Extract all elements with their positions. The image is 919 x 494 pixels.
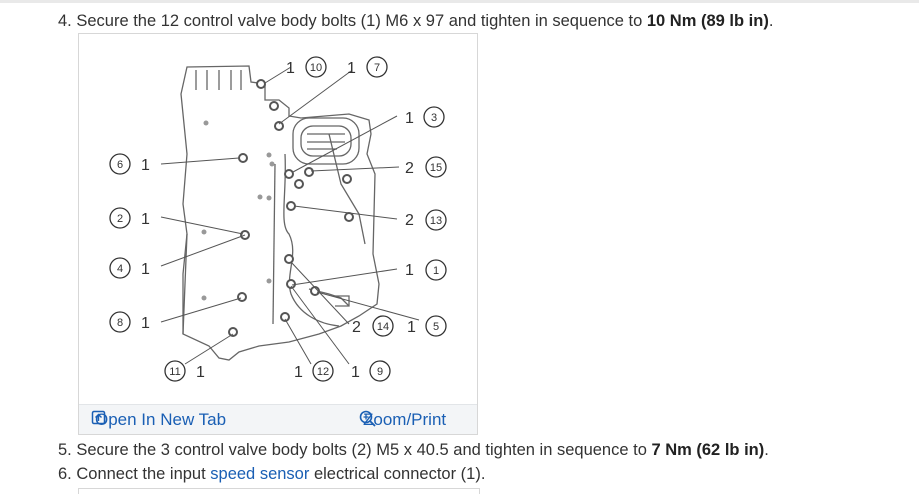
callout-seq: 11 [169,366,180,378]
top-divider [0,0,919,3]
torque-value: 7 Nm (62 lb in) [651,441,765,459]
callout-9: 1 9 [351,360,391,382]
callout-item: 2 [405,212,414,229]
step-text: Secure the 12 control valve body bolts (… [71,12,647,30]
callout-7: 1 7 [347,56,388,78]
callout-13: 2 13 [405,209,447,231]
callout-seq: 7 [374,62,380,74]
callout-15: 2 15 [405,156,447,178]
callout-item: 1 [141,211,150,228]
callout-seq: 14 [377,321,389,333]
step-number: 4. [58,12,72,30]
callout-item: 1 [141,261,150,278]
figure-toolbar: Open In New Tab Zoom/Print [79,404,477,434]
callout-4: 4 1 [109,257,150,279]
callout-item: 1 [347,60,356,77]
callout-item: 1 [294,364,303,381]
callout-seq: 5 [433,321,439,333]
step-6: 6. Connect the input speed sensor electr… [58,464,485,484]
callout-10: 1 10 [286,56,327,78]
callout-item: 1 [407,319,416,336]
callout-seq: 9 [377,366,383,378]
bolt-sequence-illustration: 1 10 1 7 1 3 6 1 2 15 [109,56,447,382]
zoom-print-link[interactable]: Zoom/Print [359,410,446,430]
next-figure-edge [78,488,480,494]
callout-item: 1 [351,364,360,381]
callout-8: 8 1 [109,311,150,333]
step-4: 4. Secure the 12 control valve body bolt… [58,11,773,31]
callout-2: 2 1 [109,207,150,229]
speed-sensor-link[interactable]: speed sensor [210,465,310,483]
zoom-print-label: Zoom/Print [363,410,447,429]
callout-item: 1 [196,364,205,381]
step-end: electrical connector (1). [309,465,486,483]
callout-1: 1 1 [405,259,447,281]
open-in-new-tab-label: Open In New Tab [95,410,227,429]
valve-body-figure: 1 10 1 7 1 3 6 1 2 15 [78,33,478,435]
step-end: . [764,441,769,459]
callout-item: 1 [405,262,414,279]
step-number: 6. [58,465,72,483]
callout-seq: 8 [117,317,123,329]
callout-seq: 12 [317,366,329,378]
callout-seq: 2 [117,213,123,225]
callout-seq: 1 [433,265,439,277]
callout-seq: 4 [117,263,123,275]
callout-seq: 6 [117,159,123,171]
callout-seq: 10 [310,62,322,74]
callout-6: 6 1 [109,153,150,175]
callout-item: 1 [141,315,150,332]
step-text: Secure the 3 control valve body bolts (2… [71,441,652,459]
callout-14: 2 14 [352,315,394,337]
callout-seq: 15 [430,162,442,174]
callout-3: 1 3 [405,106,445,128]
step-number: 5. [58,441,72,459]
callout-11: 11 1 [164,360,205,382]
callout-seq: 3 [431,112,437,124]
callout-item: 2 [352,319,361,336]
torque-value: 10 Nm (89 lb in) [646,12,769,30]
callout-12: 1 12 [294,360,334,382]
callout-5: 1 5 [407,315,447,337]
callout-seq: 13 [430,215,442,227]
callout-item: 1 [141,157,150,174]
step-end: . [768,12,774,30]
step-5: 5. Secure the 3 control valve body bolts… [58,440,769,460]
callout-item: 2 [405,160,414,177]
callout-item: 1 [286,60,295,77]
callout-item: 1 [405,110,414,127]
open-in-new-tab-link[interactable]: Open In New Tab [91,410,226,430]
step-text: Connect the input [71,465,211,483]
